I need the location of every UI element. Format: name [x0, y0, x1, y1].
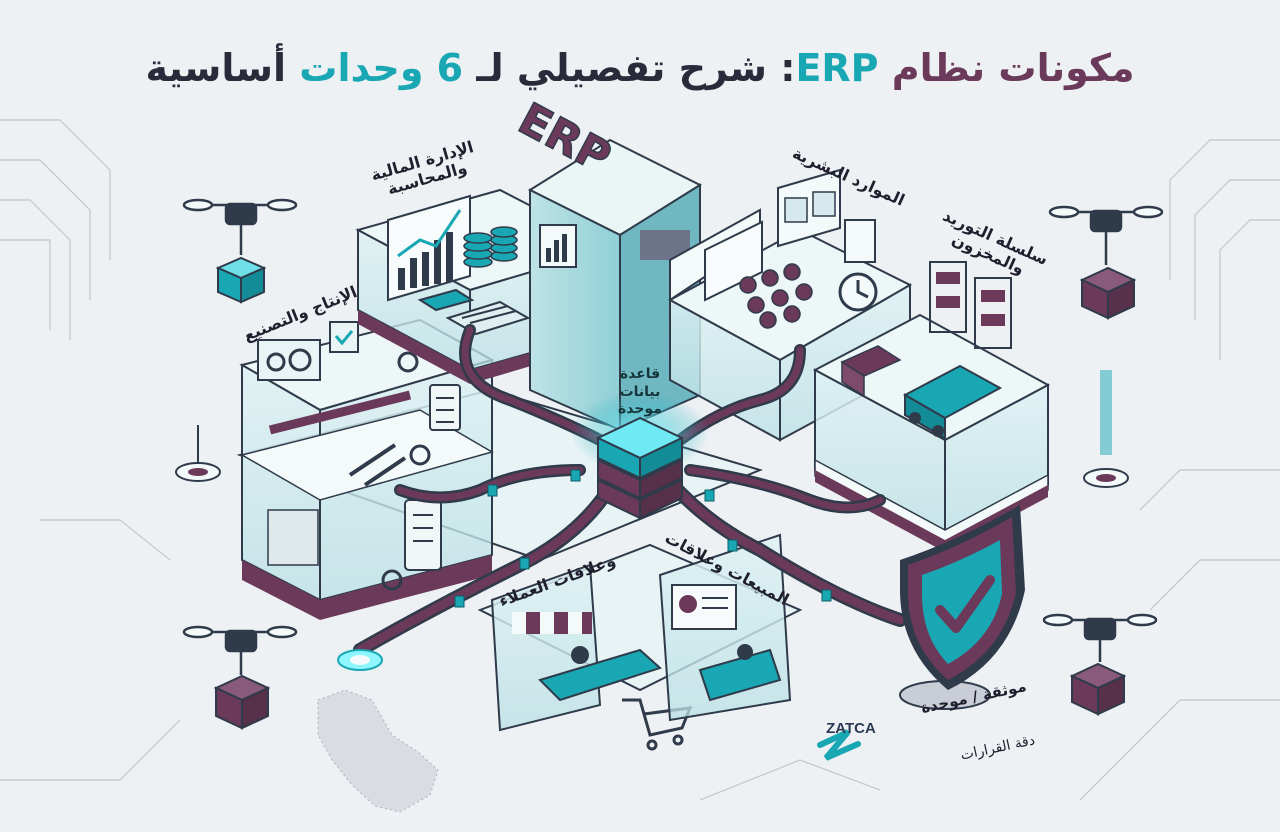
drone-icon: [182, 198, 298, 255]
title-part-plum: مكونات نظام: [891, 46, 1135, 90]
gear-icon: [266, 348, 431, 591]
package-icon: [1079, 266, 1137, 320]
beacon-left: [175, 425, 221, 482]
module-manufacturing: [239, 318, 495, 620]
beacon-bottom-left: [337, 649, 383, 671]
title-part-end: أساسية: [145, 46, 287, 90]
truck-icon: [902, 364, 1003, 440]
title-part-end-teal: وحدات: [299, 46, 424, 90]
module-sales: [658, 533, 792, 722]
drone-icon: [1048, 205, 1164, 265]
drone-icon: [182, 625, 298, 675]
cash-icon: [417, 288, 475, 312]
coins-icon: [463, 226, 518, 268]
title-number: 6: [436, 46, 464, 90]
database-stack: [570, 392, 710, 520]
beacon-right: [1083, 370, 1129, 488]
bar-chart-icon: [397, 209, 462, 290]
people-icon: [739, 263, 813, 329]
title-part-teal: ERP: [795, 46, 879, 90]
page-title: مكونات نظام ERP: شرح تفصيلي لـ 6 وحدات أ…: [0, 46, 1280, 90]
package-icon: [1069, 662, 1127, 716]
saudi-map-icon: [317, 689, 439, 813]
title-part-mid: : شرح تفصيلي لـ: [476, 46, 796, 90]
zatca-logo-text: ZATCA: [826, 720, 876, 737]
package-icon: [215, 256, 267, 304]
module-crm: [490, 563, 662, 732]
circuit-background: [0, 119, 1280, 801]
zatca-logo: [817, 729, 861, 761]
package-icon: [213, 674, 271, 730]
data-packets: [454, 469, 832, 608]
module-supply: [812, 261, 1051, 552]
shield-check-icon: [899, 505, 1025, 710]
drone-icon: [1042, 613, 1158, 662]
